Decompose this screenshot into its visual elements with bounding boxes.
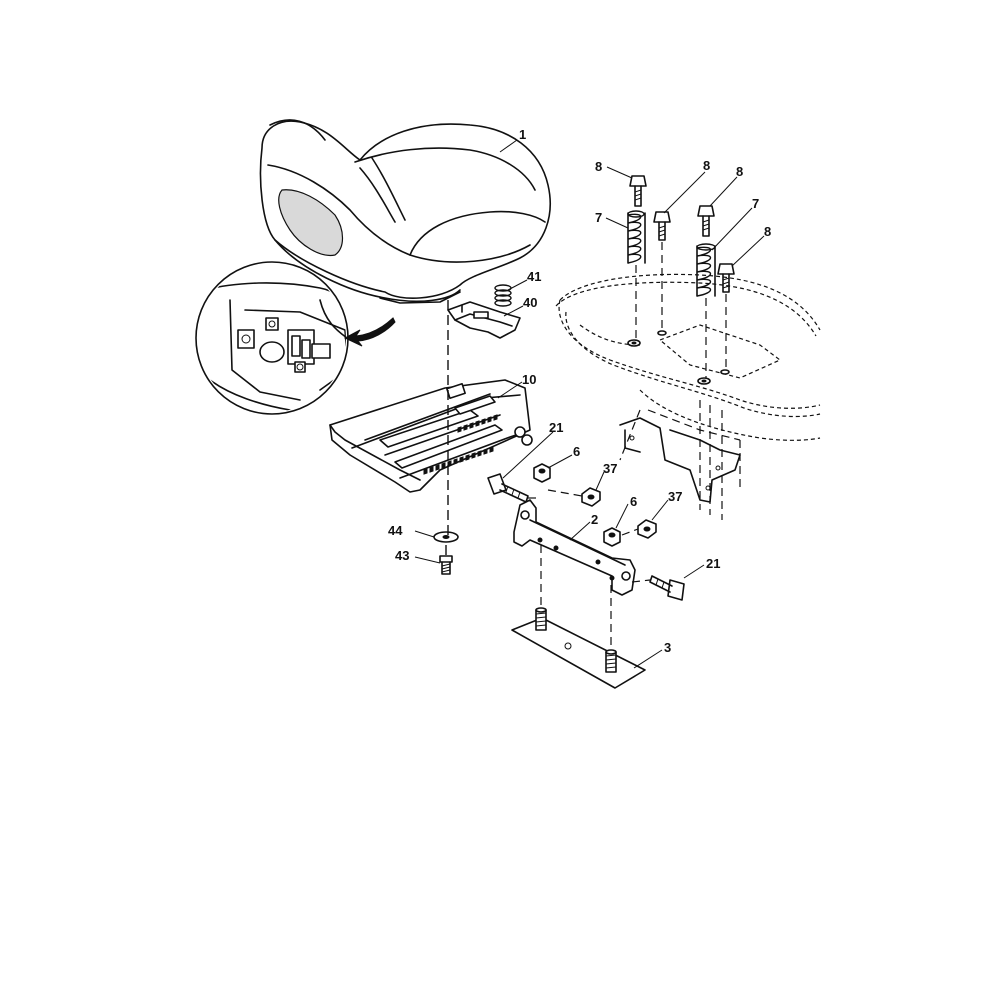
callout-3: 3 — [664, 640, 671, 655]
callout-1: 1 — [519, 127, 526, 142]
spring-part-41 — [494, 284, 512, 307]
bolt-part-8-a — [629, 175, 647, 207]
callout-2: 2 — [591, 512, 598, 527]
callout-7-b: 7 — [752, 196, 759, 211]
callout-8-c: 8 — [736, 164, 743, 179]
seat-part — [259, 119, 551, 304]
bolt-part-8-c — [697, 205, 715, 237]
nut-part-6-a — [533, 463, 551, 483]
bolt-part-21-left — [487, 473, 529, 503]
callout-37-b: 37 — [668, 489, 682, 504]
callout-10: 10 — [522, 372, 536, 387]
bolt-part-8-d — [717, 263, 735, 293]
nut-part-6-b — [603, 527, 621, 547]
seat-switch-detail-inset — [195, 261, 396, 415]
callout-8-d: 8 — [764, 224, 771, 239]
bolt-part-8-b — [653, 211, 671, 241]
callout-44: 44 — [388, 523, 403, 538]
callout-37-a: 37 — [603, 461, 617, 476]
spring-part-7-b — [696, 243, 716, 297]
bolt-part-43 — [439, 555, 453, 575]
callout-40: 40 — [523, 295, 537, 310]
callout-21-b: 21 — [706, 556, 720, 571]
locknut-part-37-a — [581, 487, 601, 507]
washer-part-44 — [433, 531, 459, 543]
switch-bracket-part-40 — [447, 301, 521, 339]
bolt-part-21-right — [649, 575, 685, 601]
leader-lines — [414, 139, 765, 669]
callout-8-a: 8 — [595, 159, 602, 174]
fender-mounting-holes — [627, 330, 730, 385]
seat-bracket-part-2 — [513, 499, 636, 596]
callout-8-b: 8 — [703, 158, 710, 173]
callout-21-a: 21 — [549, 420, 563, 435]
mounting-plate-part-3 — [511, 607, 646, 689]
seat-pan-part-10 — [329, 379, 533, 493]
assembly-lines — [445, 242, 727, 650]
spring-part-7-a — [627, 210, 646, 264]
callout-6-a: 6 — [573, 444, 580, 459]
callout-43: 43 — [395, 548, 409, 563]
callout-41: 41 — [527, 269, 541, 284]
callout-7-a: 7 — [595, 210, 602, 225]
fender-chassis — [555, 273, 821, 520]
locknut-part-37-b — [637, 519, 657, 539]
callout-labels: 1 8 8 8 8 7 7 41 40 10 21 6 37 6 37 2 21… — [388, 127, 771, 655]
seat-pan-slots — [423, 414, 498, 475]
callout-6-b: 6 — [630, 494, 637, 509]
